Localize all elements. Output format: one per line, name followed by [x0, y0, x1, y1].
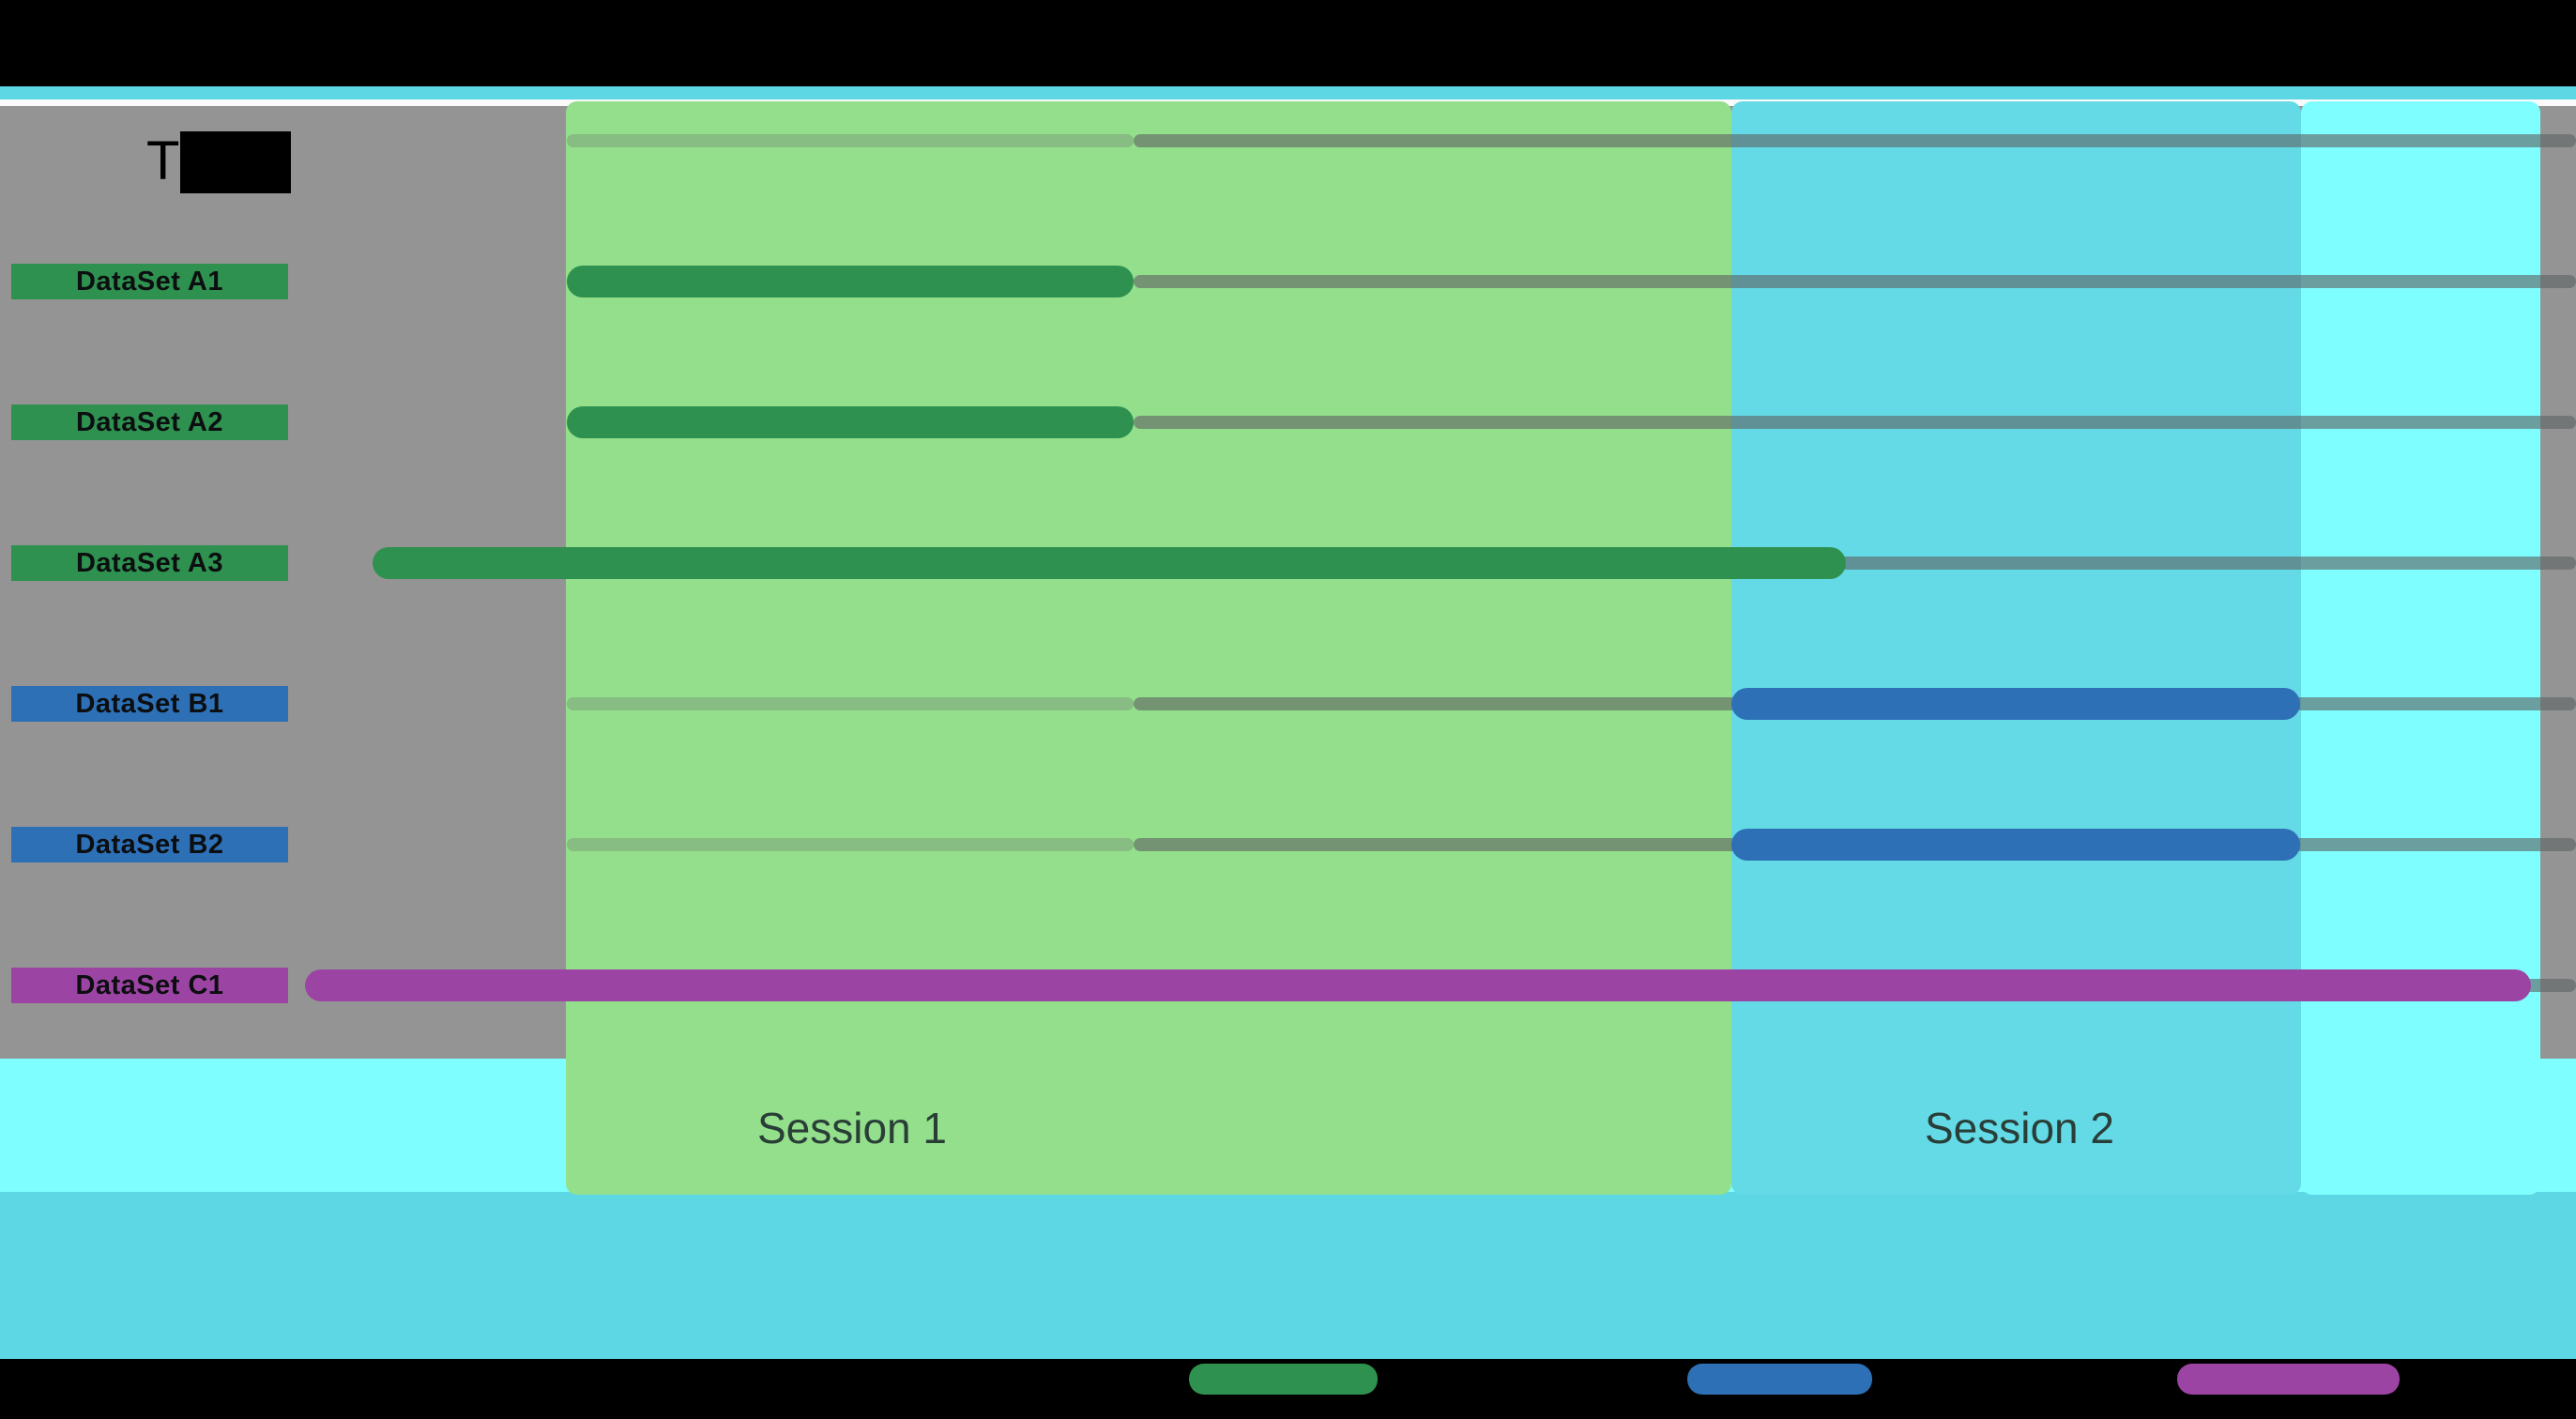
- row-label-text: DataSet A3: [75, 547, 224, 578]
- session-region-2: [1731, 101, 2301, 1195]
- row-label-chip: DataSet C1: [11, 968, 288, 1003]
- legend-swatch-1[interactable]: [1189, 1364, 1378, 1395]
- session-region-3: [2301, 101, 2540, 1195]
- gantt-bar-dataset-b1[interactable]: [1731, 688, 2300, 720]
- legend-swatch-2[interactable]: [1687, 1364, 1872, 1395]
- row-track-dark: [1134, 134, 2576, 147]
- legend-swatch-3[interactable]: [2177, 1364, 2400, 1395]
- row-track-light: [567, 838, 1134, 851]
- row-label-text: DataSet B1: [75, 688, 224, 719]
- row-label-chip: DataSet A2: [11, 404, 288, 440]
- session-label-1: Session 1: [756, 1104, 948, 1152]
- chart-title-text: T: [146, 130, 180, 191]
- row-label-text: DataSet A2: [75, 406, 224, 437]
- gantt-bar-dataset-a3[interactable]: [373, 547, 1846, 579]
- row-track-light: [567, 697, 1134, 710]
- session-label-2: Session 2: [1924, 1104, 2115, 1152]
- row-label-chip: DataSet B1: [11, 686, 288, 722]
- title-redaction-box: [180, 131, 291, 193]
- row-label-text: DataSet B2: [75, 829, 224, 860]
- row-label-chip: DataSet A1: [11, 264, 288, 299]
- gantt-bar-dataset-c1[interactable]: [305, 969, 2531, 1001]
- row-track-dark: [1134, 416, 2576, 429]
- chart-title: T: [141, 130, 516, 195]
- row-label-text: DataSet C1: [75, 969, 224, 1000]
- row-track-light: [567, 134, 1134, 147]
- row-track-dark: [1134, 275, 2576, 288]
- row-label-text: DataSet A1: [75, 266, 224, 297]
- gantt-bar-dataset-b2[interactable]: [1731, 829, 2300, 861]
- row-label-chip: DataSet B2: [11, 827, 288, 862]
- gantt-bar-dataset-a1[interactable]: [567, 266, 1134, 298]
- row-label-chip: DataSet A3: [11, 545, 288, 581]
- gantt-bar-dataset-a2[interactable]: [567, 406, 1134, 438]
- top-letterbox-band: [0, 0, 2576, 86]
